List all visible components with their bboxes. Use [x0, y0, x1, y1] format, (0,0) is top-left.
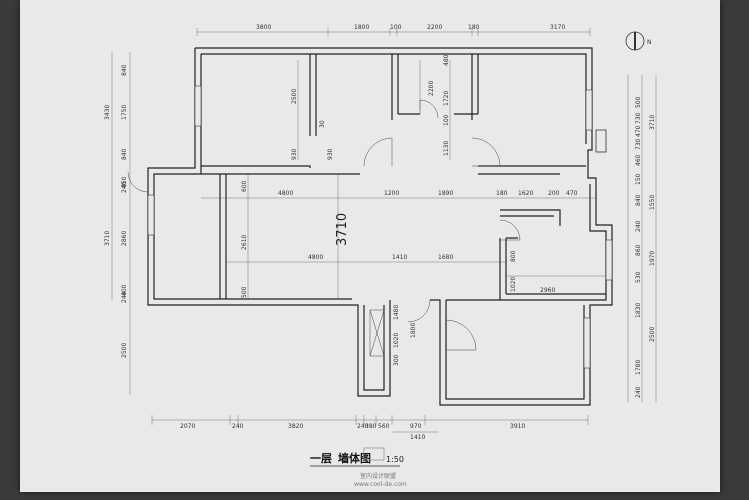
dim-left-9: 400: [121, 284, 128, 296]
north-label: N: [647, 39, 652, 46]
top-dimension-line: [196, 28, 591, 36]
floor-plan-drawing: N 3800 1800 100 2200 180 3170 840 3430 1…: [104, 24, 657, 488]
dim-bottom-2: 3820: [288, 423, 303, 430]
dim-inner-28: 300: [393, 354, 400, 366]
drawing-scale: 1:50: [386, 455, 404, 464]
dim-right-10: 860: [635, 244, 642, 256]
dim-inner-20: 1680: [438, 254, 453, 261]
dim-bottom-7: 3910: [510, 423, 525, 430]
dim-inner-18: 4800: [308, 254, 323, 261]
dim-inner-12: 1890: [438, 190, 453, 197]
interior-dimension-labels: 2500 30 930 930 480 2200 1720 100 1130 6…: [241, 54, 578, 366]
dim-inner-25: 1480: [393, 305, 400, 320]
dim-inner-7: 100: [443, 114, 450, 126]
bottom-dimension-line: [151, 415, 589, 433]
dim-top-0: 3800: [256, 24, 271, 31]
dim-inner-4: 480: [443, 54, 450, 66]
interior-dimension-lines: [201, 60, 606, 299]
drawing-title-handwritten: 一层: [310, 452, 332, 465]
dim-inner-21: 800: [510, 250, 517, 262]
dim-top-5: 3170: [550, 24, 565, 31]
dim-right-0: 500: [635, 96, 642, 108]
dim-top-1: 1800: [354, 24, 369, 31]
dim-inner-1: 30: [319, 120, 326, 128]
dim-bottom-6: 970: [410, 423, 422, 430]
dim-inner-11: 1200: [384, 190, 399, 197]
left-dimension-labels: 840 3430 1750 840 450 240 3710 2860 240 …: [104, 64, 128, 358]
dim-right-6: 150: [635, 173, 642, 185]
dim-right-7: 840: [635, 194, 642, 206]
left-dimension-line: [111, 52, 131, 395]
dim-top-4: 180: [468, 24, 480, 31]
dim-inner-10: 4800: [278, 190, 293, 197]
dim-right-5: 460: [635, 154, 642, 166]
exterior-walls: [147, 47, 613, 406]
dim-right-9: 240: [635, 220, 642, 232]
dim-left-0: 840: [121, 64, 128, 76]
dim-bottom-8: 1410: [410, 434, 425, 441]
drawing-title-label: 墙体图: [338, 451, 371, 465]
door-swings: [127, 99, 521, 351]
dim-left-2: 1750: [121, 105, 128, 120]
dim-inner-17: 2610: [241, 235, 248, 250]
dim-top-2: 100: [390, 24, 402, 31]
north-arrow-icon: [625, 31, 645, 51]
interior-walls: [201, 54, 606, 357]
dim-inner-23: 2960: [540, 287, 555, 294]
dim-right-2: 470: [635, 125, 642, 137]
dim-left-7: 2860: [121, 231, 128, 246]
dim-right-15: 1780: [635, 360, 642, 375]
dim-right-3: 3710: [649, 115, 656, 130]
dim-left-1: 3430: [104, 105, 111, 120]
watermark-text: 室内设计联盟: [360, 472, 396, 480]
dim-right-12: 530: [635, 271, 642, 283]
dim-inner-5: 2200: [428, 81, 435, 96]
dim-right-11: 1970: [649, 251, 656, 266]
dim-bottom-0: 2070: [180, 423, 195, 430]
dim-inner-27: 1020: [393, 333, 400, 348]
dim-inner-9: 600: [241, 180, 248, 192]
big-dimension-3710: 3710: [335, 213, 350, 246]
windows: [147, 85, 613, 369]
dim-right-4: 730: [635, 138, 642, 150]
dim-inner-15: 200: [548, 190, 560, 197]
dim-right-8: 1550: [649, 195, 656, 210]
dim-left-4: 450: [121, 176, 128, 188]
dim-inner-3: 930: [327, 148, 334, 160]
dim-right-14: 2500: [649, 327, 656, 342]
dim-inner-14: 1620: [518, 190, 533, 197]
dim-inner-8: 1130: [443, 141, 450, 156]
dim-right-16: 240: [635, 386, 642, 398]
dim-inner-0: 2500: [291, 89, 298, 104]
dim-bottom-3: 240: [357, 423, 369, 430]
right-dimension-line: [627, 75, 657, 402]
right-dimension-labels: 500 730 470 3710 730 460 150 840 1550 24…: [635, 96, 656, 398]
dim-bottom-5: 560: [378, 423, 390, 430]
dim-inner-22: 1020: [510, 277, 517, 292]
dim-bottom-1: 240: [232, 423, 244, 430]
dim-left-3: 840: [121, 148, 128, 160]
dim-inner-2: 930: [291, 148, 298, 160]
drawing-sheet: N 3800 1800 100 2200 180 3170 840 3430 1…: [20, 0, 720, 492]
watermark-url: www.cool-de.com: [354, 481, 407, 488]
dim-right-1: 730: [635, 112, 642, 124]
dim-inner-13: 180: [496, 190, 508, 197]
dim-inner-26: 1800: [410, 323, 417, 338]
dim-inner-6: 1720: [443, 91, 450, 106]
dim-right-13: 1830: [635, 303, 642, 318]
dim-left-10: 2500: [121, 343, 128, 358]
dim-left-5: 240: [121, 181, 128, 193]
dim-inner-24: 500: [241, 286, 248, 298]
dim-inner-16: 470: [566, 190, 578, 197]
dim-left-8: 240: [121, 291, 128, 303]
watermark-logo-icon: [363, 447, 385, 461]
dim-left-6: 3710: [104, 231, 111, 246]
dim-inner-19: 1410: [392, 254, 407, 261]
dim-bottom-4: 380: [365, 423, 377, 430]
dim-top-3: 2200: [427, 24, 442, 31]
